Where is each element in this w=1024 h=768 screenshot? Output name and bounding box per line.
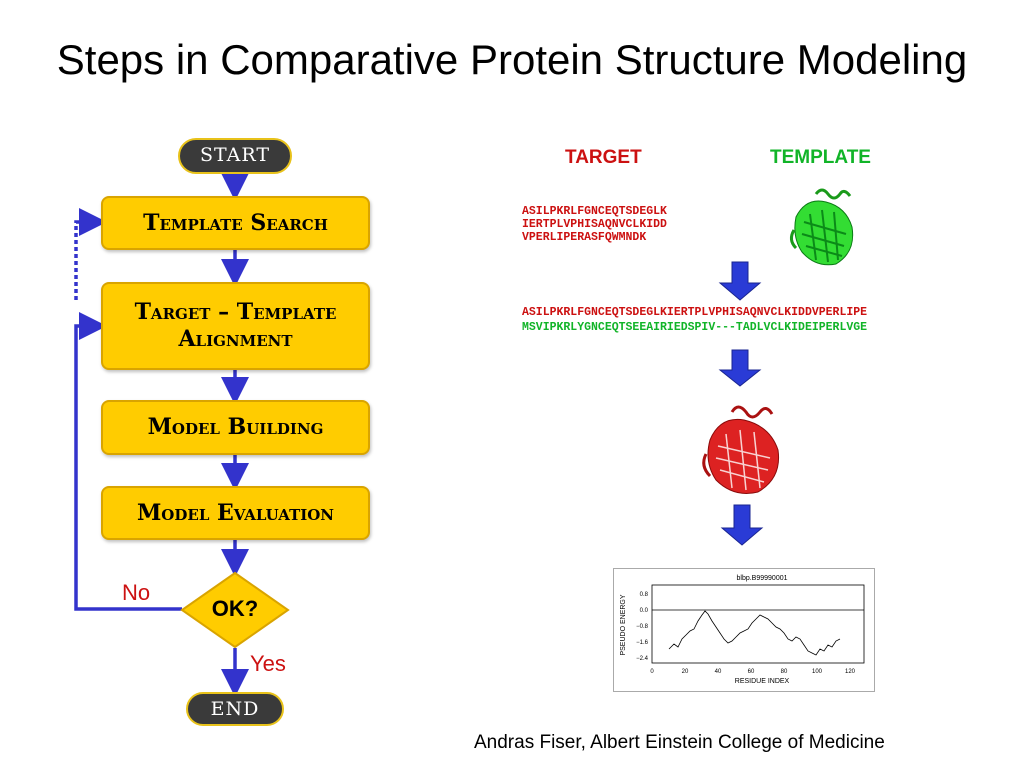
aligned-template-sequence: MSVIPKRLYGNCEQTSEEAIRIEDSPIV---TADLVCLKI…: [522, 321, 868, 334]
aligned-target-sequence: ASILPKRLFGNCEQTSDEGLKIERTPLVPHISAQNVCLKI…: [522, 306, 868, 319]
target-seq-line-3: VPERLIPERASFQWMNDK: [522, 231, 647, 244]
credit-line: Andras Fiser, Albert Einstein College of…: [474, 732, 885, 753]
energy-curve: [668, 610, 841, 656]
ytick--1.6: −1.6: [636, 640, 649, 646]
template-structure-image: [789, 188, 854, 266]
decision-label: OK?: [211, 596, 259, 621]
down-arrow-1: [718, 261, 762, 301]
target-header: TARGET: [565, 147, 642, 168]
end-node: END: [186, 692, 284, 726]
decision-diamond: [180, 571, 290, 649]
xtick-40: 40: [715, 669, 722, 675]
step-template-search: Template Search: [101, 196, 370, 250]
plot-title: blbp.B99990001: [737, 575, 788, 582]
loop-back-to-search-dotted: [74, 208, 107, 300]
step-model-building: Model Building: [101, 400, 370, 455]
down-arrow-2: [718, 349, 762, 387]
xtick-0: 0: [650, 669, 654, 675]
xtick-100: 100: [812, 669, 823, 675]
step-target-template-alignment: Target – Template Alignment: [101, 282, 370, 370]
ytick--0.8: −0.8: [636, 624, 649, 630]
slide-title: Steps in Comparative Protein Structure M…: [56, 36, 968, 83]
energy-plot-svg: blbp.B99990001 0.8 0.0 −0.8 −1.6 −2.4 0 …: [620, 575, 865, 685]
xtick-60: 60: [748, 669, 755, 675]
target-seq-line-1: ASILPKRLFGNCEQTSDEGLK: [522, 205, 667, 218]
ytick-0.0: 0.0: [640, 608, 649, 614]
start-node: START: [178, 138, 292, 174]
no-label: No: [122, 580, 151, 605]
target-seq-line-2: IERTPLVPHISAQNVCLKIDD: [522, 218, 667, 231]
xtick-20: 20: [682, 669, 689, 675]
template-header: TEMPLATE: [770, 147, 871, 168]
yes-label: Yes: [250, 651, 286, 676]
plot-area: [651, 584, 865, 664]
ytick-0.8: 0.8: [640, 592, 649, 598]
xtick-80: 80: [781, 669, 788, 675]
plot-ylabel: PSEUDO ENERGY: [620, 594, 627, 655]
energy-profile-plot: blbp.B99990001 0.8 0.0 −0.8 −1.6 −2.4 0 …: [613, 568, 875, 692]
down-arrow-3: [720, 504, 764, 546]
step-model-evaluation: Model Evaluation: [101, 486, 370, 540]
xtick-120: 120: [845, 669, 856, 675]
ytick--2.4: −2.4: [636, 656, 649, 662]
loop-back-to-alignment: [74, 312, 182, 611]
model-structure-image: [702, 405, 780, 494]
plot-xlabel: RESIDUE INDEX: [735, 678, 790, 685]
